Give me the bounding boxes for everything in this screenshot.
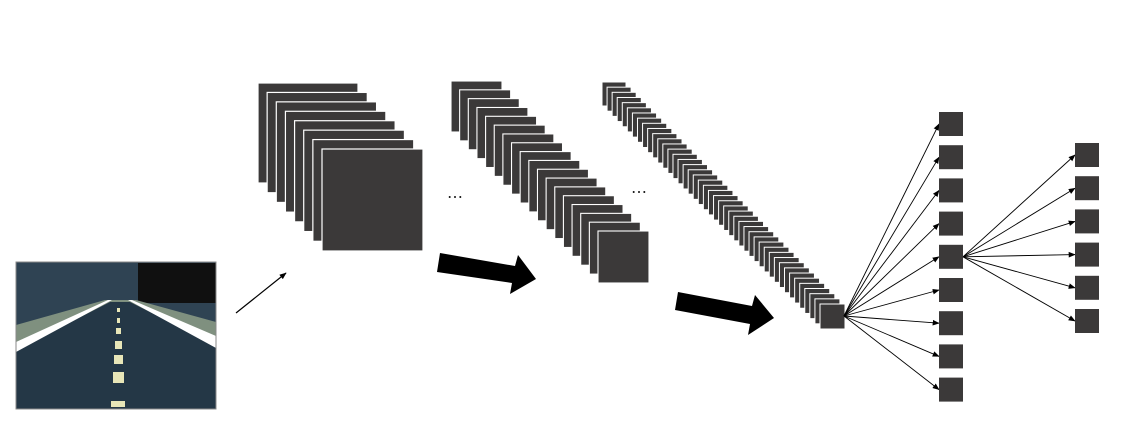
neuron xyxy=(1075,242,1099,267)
dense-connections xyxy=(843,123,1076,391)
neuron xyxy=(939,112,963,136)
input-road-image xyxy=(15,261,217,410)
neuron xyxy=(939,311,963,336)
connection-arrow xyxy=(843,288,940,317)
neuron xyxy=(1075,143,1099,167)
connection-arrow xyxy=(843,156,940,317)
conv-block-3 xyxy=(601,81,846,330)
connection-arrow xyxy=(843,189,940,317)
connection-arrow xyxy=(962,154,1076,258)
neuron xyxy=(1075,176,1099,201)
connection-arrow xyxy=(843,315,940,357)
feature-map xyxy=(819,303,846,330)
connection-arrow xyxy=(962,251,1076,258)
feature-map xyxy=(321,148,424,252)
neuron xyxy=(1075,209,1099,234)
connection-arrow xyxy=(843,315,940,391)
neuron xyxy=(939,211,963,236)
big-arrow-2 xyxy=(675,292,774,335)
neuron xyxy=(939,278,963,302)
neuron xyxy=(1075,309,1099,333)
dense-layer-2 xyxy=(1075,143,1099,333)
connection-arrow xyxy=(843,223,940,317)
connection-arrow xyxy=(843,123,940,317)
dense-layer-1 xyxy=(939,112,963,402)
connection-arrow xyxy=(843,256,940,317)
neuron xyxy=(939,244,963,269)
ellipsis-2: … xyxy=(631,178,647,197)
neuron xyxy=(939,145,963,170)
connection-arrow xyxy=(962,256,1076,322)
conv-block-1 xyxy=(257,82,424,252)
neuron xyxy=(1075,275,1099,300)
neuron xyxy=(939,178,963,203)
neuron xyxy=(939,344,963,369)
connection-arrow xyxy=(843,315,940,326)
input-arrow xyxy=(235,272,287,314)
conv-block-2 xyxy=(450,80,650,284)
ellipsis-1: … xyxy=(447,183,463,202)
connection-arrow xyxy=(962,187,1076,258)
big-arrow-1 xyxy=(437,253,536,294)
connection-arrow xyxy=(962,220,1076,258)
feature-map xyxy=(597,230,650,284)
connection-arrow xyxy=(962,256,1076,289)
neuron xyxy=(939,377,963,402)
